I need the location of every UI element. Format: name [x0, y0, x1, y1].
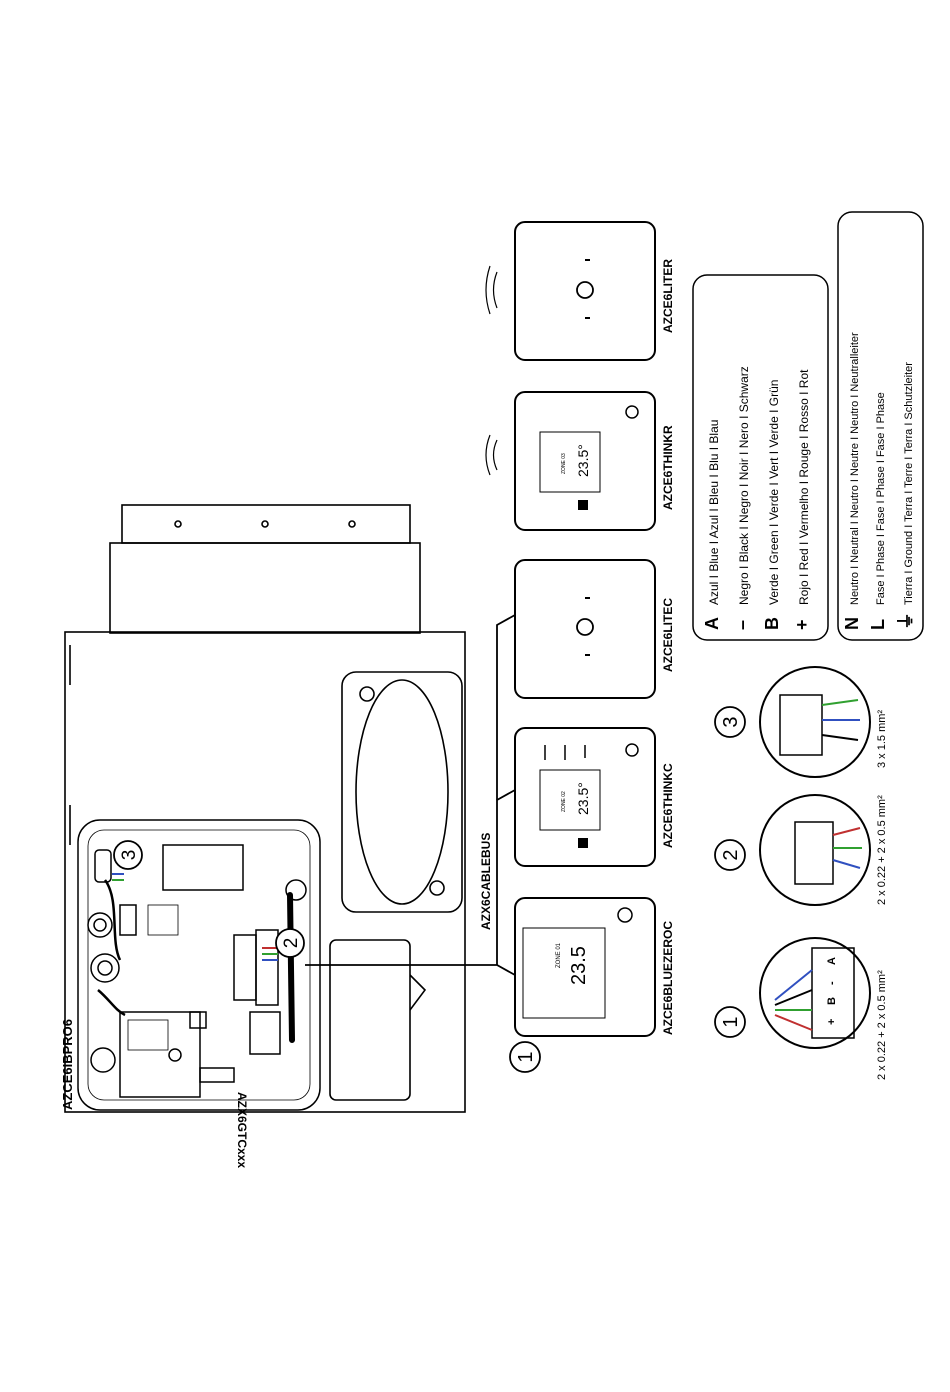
svg-text:+: +	[826, 1019, 838, 1025]
svg-text:23.5°: 23.5°	[575, 444, 591, 477]
svg-text:2: 2	[720, 849, 742, 860]
svg-text:Tierra I Ground I Terra I Terr: Tierra I Ground I Terra I Terre I Terra …	[903, 362, 915, 605]
callout-1: 1	[509, 1041, 541, 1073]
svg-text:1: 1	[515, 1051, 537, 1062]
svg-text:AZCE6LITEC: AZCE6LITEC	[661, 598, 675, 672]
svg-text:-: -	[826, 981, 838, 985]
svg-text:–: –	[732, 620, 752, 630]
svg-text:N: N	[842, 617, 862, 630]
bus-legend: A Azul I Blue I Azul I Bleu I Blu I Blau…	[692, 274, 829, 641]
power-legend: N Neutro I Neutral I Neutro I Neutre I N…	[837, 211, 924, 641]
svg-text:ZONE 02: ZONE 02	[561, 791, 567, 812]
thermostat-bluezero: 23.5 ZONE 01 AZCE6BLUEZEROC	[514, 897, 675, 1037]
connector-detail-3: 3 3 x 1.5 mm²	[714, 666, 888, 778]
callout-3-board: 3	[113, 840, 143, 870]
connector-detail-2: 2 2 x 0.22 + 2 x 0.5 mm²	[714, 794, 888, 906]
svg-text:23.5°: 23.5°	[575, 782, 591, 815]
ducted-unit	[64, 504, 466, 1113]
svg-text:AZCE6THINKC: AZCE6THINKC	[661, 763, 675, 848]
svg-text:2 x 0.22 + 2 x 0.5 mm²: 2 x 0.22 + 2 x 0.5 mm²	[876, 970, 888, 1080]
svg-text:3: 3	[720, 716, 742, 727]
cable-label: AZX6CABLEBUS	[479, 833, 493, 930]
svg-text:2 x 0.22 + 2 x 0.5 mm²: 2 x 0.22 + 2 x 0.5 mm²	[876, 795, 888, 905]
svg-text:+: +	[792, 619, 812, 630]
svg-text:AZCE6LITER: AZCE6LITER	[661, 259, 675, 333]
svg-text:3 x 1.5 mm²: 3 x 1.5 mm²	[876, 710, 888, 768]
svg-text:Verde I Green I Verde I Vert I: Verde I Green I Verde I Vert I Verde I G…	[767, 380, 781, 605]
svg-text:⏚: ⏚	[896, 612, 916, 630]
svg-text:Fase I Phase I Fase I Phase I: Fase I Phase I Fase I Phase I Fase I Pha…	[875, 392, 887, 605]
thermostat-thinkc: 23.5° ZONE 02 AZCE6THINKC	[514, 727, 675, 867]
svg-text:3: 3	[119, 850, 140, 861]
svg-text:L: L	[868, 619, 888, 630]
svg-text:Neutro I Neutral I Neutro I Ne: Neutro I Neutral I Neutro I Neutre I Neu…	[849, 332, 861, 605]
svg-text:ZONE 01: ZONE 01	[556, 942, 562, 968]
callout-2-board: 2	[275, 928, 305, 958]
control-board	[77, 819, 321, 1111]
thermostat-litec: AZCE6LITEC	[514, 559, 675, 699]
svg-text:Rojo I Red I Vermelho I Rouge: Rojo I Red I Vermelho I Rouge I Rosso I …	[797, 369, 811, 605]
svg-text:AZCE6BLUEZEROC: AZCE6BLUEZEROC	[661, 921, 675, 1035]
svg-text:Negro I Black I Negro I Noir I: Negro I Black I Negro I Noir I Nero I Sc…	[737, 366, 751, 605]
svg-text:B: B	[762, 617, 782, 630]
svg-text:ZONE 03: ZONE 03	[561, 453, 567, 474]
svg-text:AZCE6THINKR: AZCE6THINKR	[661, 425, 675, 510]
svg-text:A: A	[826, 957, 838, 965]
thermostat-thinkr: 23.5° ZONE 03 AZCE6THINKR	[485, 391, 675, 531]
svg-text:1: 1	[720, 1016, 742, 1027]
gateway-label: AZX6GTCxxx	[235, 1092, 249, 1168]
svg-text:2: 2	[281, 938, 302, 949]
svg-text:B: B	[826, 997, 838, 1005]
svg-text:A: A	[702, 617, 722, 630]
main-unit-label: AZCE6IBPRO6	[60, 1019, 75, 1110]
svg-text:Azul I Blue I Azul I Bleu I Bl: Azul I Blue I Azul I Bleu I Blu I Blau	[707, 420, 721, 605]
svg-text:23.5: 23.5	[568, 946, 590, 985]
thermostat-liter: AZCE6LITER	[485, 221, 675, 361]
bus-cable	[305, 614, 516, 976]
connector-detail-1: 1 A - B + 2 x 0.22 + 2 x 0.5 mm²	[714, 937, 888, 1080]
